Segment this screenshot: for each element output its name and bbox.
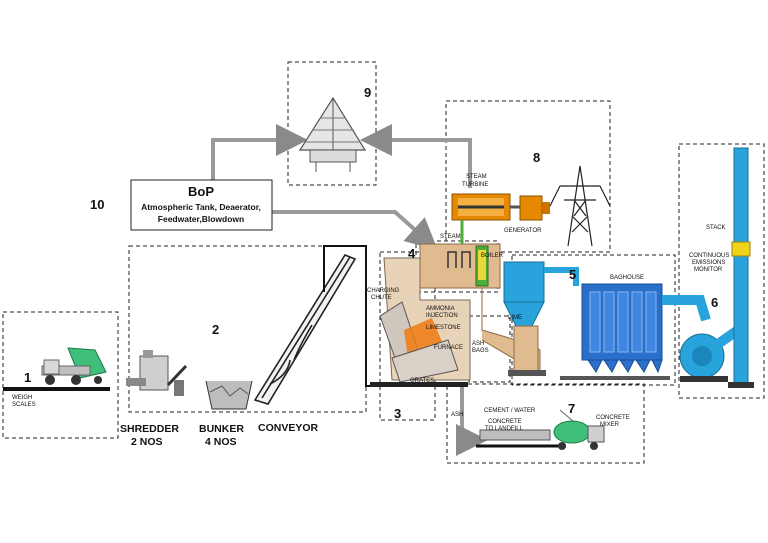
baghouse-label: BAGHOUSE [610,275,644,281]
ammonia-label-1: AMMONIA [426,306,455,312]
baghouse-to-fan-duct [662,295,711,322]
conveyor-icon [253,254,357,405]
section-box-2 [128,245,367,413]
conveyor-label: CONVEYOR [258,422,319,434]
ash-label: ASH [451,412,463,418]
stack-label: STACK [706,225,726,231]
boiler-label: BOILER [481,253,504,259]
ash-to-mixer-pipe [456,385,488,456]
condenser-icon [298,96,367,172]
steam-label: STEAM [440,234,461,240]
generator-icon [519,195,550,221]
shredder-count: 2 NOS [131,436,163,448]
furnace-label: FURNACE [434,345,463,351]
section-box-6 [678,143,765,399]
generator-label: GENERATOR [504,228,542,234]
concrete-landfill-label-1: CONCRETE [488,419,522,425]
bop-feedwater-pipe [272,210,438,251]
bop-line-2: Feedwater,Blowdown [158,214,244,224]
dump-truck-icon [41,347,107,385]
section-number-3: 3 [394,406,401,421]
turbine-to-condenser-pipe [360,124,472,188]
limestone-label: LIMESTONE [426,325,461,331]
cems-label-2: EMISSIONS [692,260,725,266]
bop-box: BoP Atmospheric Tank, Deaerator, Feedwat… [130,179,273,231]
cems-label-1: CONTINUOUS [689,253,729,259]
ammonia-label-2: INJECTION [426,313,458,319]
bop-line-1: Atmospheric Tank, Deaerator, [141,202,261,212]
section-number-9: 9 [364,85,371,100]
baghouse-icon [560,283,670,380]
ash-bags-label-1: ASH [472,341,484,347]
steam-turbine-icon [451,193,511,221]
concrete-mixer-truck-icon [553,420,605,450]
charging-chute-label-1: CHARGING [367,288,400,294]
steam-turbine-label-2: TURBINE [462,182,488,188]
ash-bags-label-2: BAGS [472,348,489,354]
grates-label: GRATES [410,378,434,384]
concrete-mixer-label-1: CONCRETE [596,415,630,421]
induced-draft-fan-icon [679,325,741,382]
section-number-7: 7 [568,401,575,416]
charging-chute-label-2: CHUTE [371,295,392,301]
weigh-scales-label-1: WEIGH [12,395,32,401]
stack-icon [728,147,754,388]
landfill-trailer-icon [476,429,566,448]
section-number-4: 4 [408,246,416,261]
section-number-2: 2 [212,322,219,337]
gas-duct-to-baghouse [544,267,579,286]
furnace-icon [370,257,471,387]
boiler-icon [419,243,501,289]
bop-title: BoP [188,184,214,199]
transmission-tower-icon [549,165,611,247]
shredder-icon [126,350,188,396]
cems-label-3: MONITOR [694,267,723,273]
steam-turbine-label-1: STEAM [466,174,487,180]
steam-return-pipe [211,124,308,180]
section-box-9 [287,61,377,186]
shredder-label: SHREDDER [120,423,179,435]
weigh-scales-label-2: SCALES [12,402,36,408]
section-number-5: 5 [569,267,576,282]
bunker-count: 4 NOS [205,436,237,448]
section-number-8: 8 [533,150,540,165]
concrete-mixer-label-2: MIXER [600,422,620,428]
section-number-6: 6 [711,295,718,310]
bunker-label: BUNKER [199,423,244,435]
weigh-scales [3,387,110,391]
section-box-8 [445,100,611,253]
section-box-7 [446,383,645,464]
lime-label: LIME [508,315,522,321]
cement-water-arrow [559,409,575,423]
section-box-1 [2,311,119,439]
bunker-icon [205,380,253,410]
section-number-10: 10 [90,197,104,212]
scrubber-icon [503,261,546,376]
concrete-landfill-label-2: TO LANDFILL [485,426,524,432]
cement-water-label: CEMENT / WATER [484,408,536,414]
section-box-5 [511,254,676,386]
section-number-1: 1 [24,370,31,385]
